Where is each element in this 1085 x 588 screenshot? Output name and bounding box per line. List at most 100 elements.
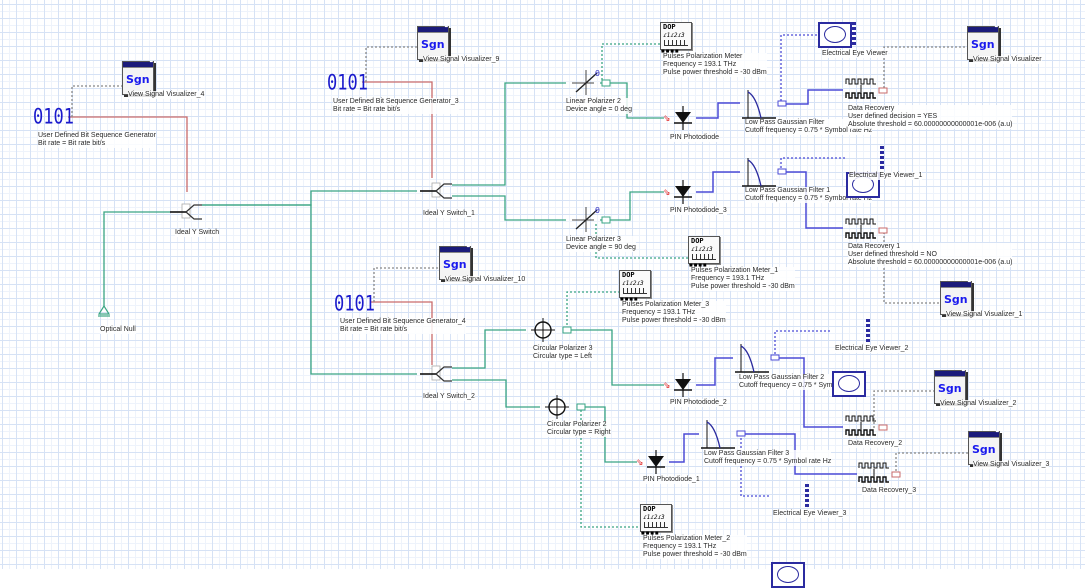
pulses-polarization-meter-1[interactable]: DOP ɾ1ɾ2ɾ3 [688,236,720,264]
signal-visualizer-4[interactable]: Sgn [122,59,154,95]
wire-layer: θθ⇘⇘⇘⇘ [68,34,968,528]
low-pass-filter-3-icon-curve [706,421,721,449]
electrical-wire [696,357,733,386]
pin-photodiode-1-label: PIN Photodiode_1 [643,476,700,484]
data-recovery-icon-input-wave [845,78,876,85]
low-pass-filter-2-icon-curve [740,345,755,373]
monitor-electrical-wire [780,157,846,168]
low-pass-filter-icon-port [777,100,787,107]
circular-polarizer-2-icon-port [576,403,586,411]
signal-visualizer-3[interactable]: Sgn [968,429,1000,465]
monitor-wire [873,390,934,428]
monitor-electrical-wire [740,438,771,497]
optical-wire [202,190,417,206]
electrical-eye-viewer-3[interactable] [771,562,805,588]
signal-visualizer-2[interactable]: Sgn [934,368,966,404]
signal-visualizer[interactable]: Sgn [967,24,999,60]
window-titlebar-icon [941,279,971,288]
monitor-electrical-wire [774,330,832,354]
port-dots-icon: ■■■■ [661,49,680,55]
optical-wire [452,82,566,186]
electrical-eye-viewer[interactable] [818,22,852,48]
signal-icon: Sgn [972,443,996,456]
y-switch-1-label: Ideal Y Switch_1 [423,210,475,218]
electrical-eye-viewer-2[interactable] [832,371,866,397]
pulses-polarization-meter-3[interactable]: DOP ɾ1ɾ2ɾ3 [619,270,651,298]
window-titlebar-icon [418,24,448,33]
pin-photodiode-1-icon-light: ⇘ [636,458,644,468]
signal-visualizer-10-label: View Signal Visualizer_10 [445,276,526,284]
electrical-wire [696,102,740,119]
y-switch-1-icon-branch-upper [435,183,452,192]
linear-polarizer-2-icon [575,72,598,93]
monitor-electrical-wire [780,34,818,101]
data-recovery-1-icon-port [878,227,888,234]
binary-wire [68,116,188,192]
data-recovery-2-label: Data Recovery_2 [848,440,903,448]
signal-visualizer-1[interactable]: Sgn [940,279,972,315]
signal-visualizer-10[interactable]: Sgn [439,244,471,280]
signal-icon: Sgn [944,293,968,306]
y-switch-label: Ideal Y Switch [175,229,220,237]
monitor-wire [883,46,967,88]
pulses-polarization-meter-2[interactable]: DOP ɾ1ɾ2ɾ3 [640,504,672,532]
bit-sequence-generator-4[interactable]: 0101 [334,293,375,316]
linear-polarizer-3-icon-port [601,216,611,224]
bit-sequence-generator-3[interactable]: 0101 [327,72,368,95]
low-pass-filter-1-icon-curve [747,159,762,187]
optical-wire [452,379,540,408]
pin-photodiode-3-icon-light: ⇘ [663,188,671,198]
low-pass-filter-2-icon-port [770,354,780,361]
signal-visualizer-9[interactable]: Sgn [417,24,449,60]
monitor-wire [365,46,417,82]
electrical-eye-viewer-3-label: Electrical Eye Viewer_3 [773,510,847,518]
electrical-wire [669,433,699,463]
window-titlebar-icon [935,368,965,377]
monitor-optical-wire [601,43,660,80]
signal-icon: Sgn [938,382,962,395]
data-recovery-3-icon-output-wave [858,476,889,483]
electrical-eye-viewer-1-label: Electrical Eye Viewer_1 [849,172,923,180]
signal-icon: Sgn [443,258,467,271]
bit-sequence-generator[interactable]: 0101 [33,106,74,129]
data-recovery-2-icon-output-wave [845,429,876,436]
linear-polarizer-2-icon-port [601,79,611,87]
data-recovery-icon-output-wave [845,92,876,99]
linear-polarizer-3-icon [575,209,598,230]
optical-wire [202,204,417,375]
signal-visualizer-1-label: View Signal Visualizer_1 [946,311,1023,319]
optical-wire [452,195,566,221]
bit-sequence-icon: 0101 [327,70,368,96]
dop-icon: DOP [622,271,635,279]
circular-polarizer-3-icon-port [562,326,572,334]
eye-viewer-ports-icon [852,22,856,46]
window-titlebar-icon [969,429,999,438]
signal-icon: Sgn [971,38,995,51]
bit-sequence-icon: 0101 [33,104,74,130]
binary-wire [362,81,433,178]
pulses-polarization-meter[interactable]: DOP ɾ1ɾ2ɾ3 [660,22,692,50]
data-recovery-3-icon-input-wave [858,462,889,469]
monitor-wire [373,267,439,302]
signal-icon: Sgn [421,38,445,51]
eye-viewer-ports-icon [880,146,884,170]
window-titlebar-icon [440,244,470,253]
y-switch-icon-body [181,203,191,219]
window-titlebar-icon [968,24,998,33]
low-pass-filter-3-icon-port [736,430,746,437]
data-recovery-2-icon-port [878,424,888,431]
signal-visualizer-2-label: View Signal Visualizer_2 [940,400,1017,408]
low-pass-filter-1-icon-port [777,168,787,175]
dop-icon: DOP [643,505,656,513]
optical-wire [452,329,526,369]
port-dots-icon: ■■■■ [641,531,660,537]
